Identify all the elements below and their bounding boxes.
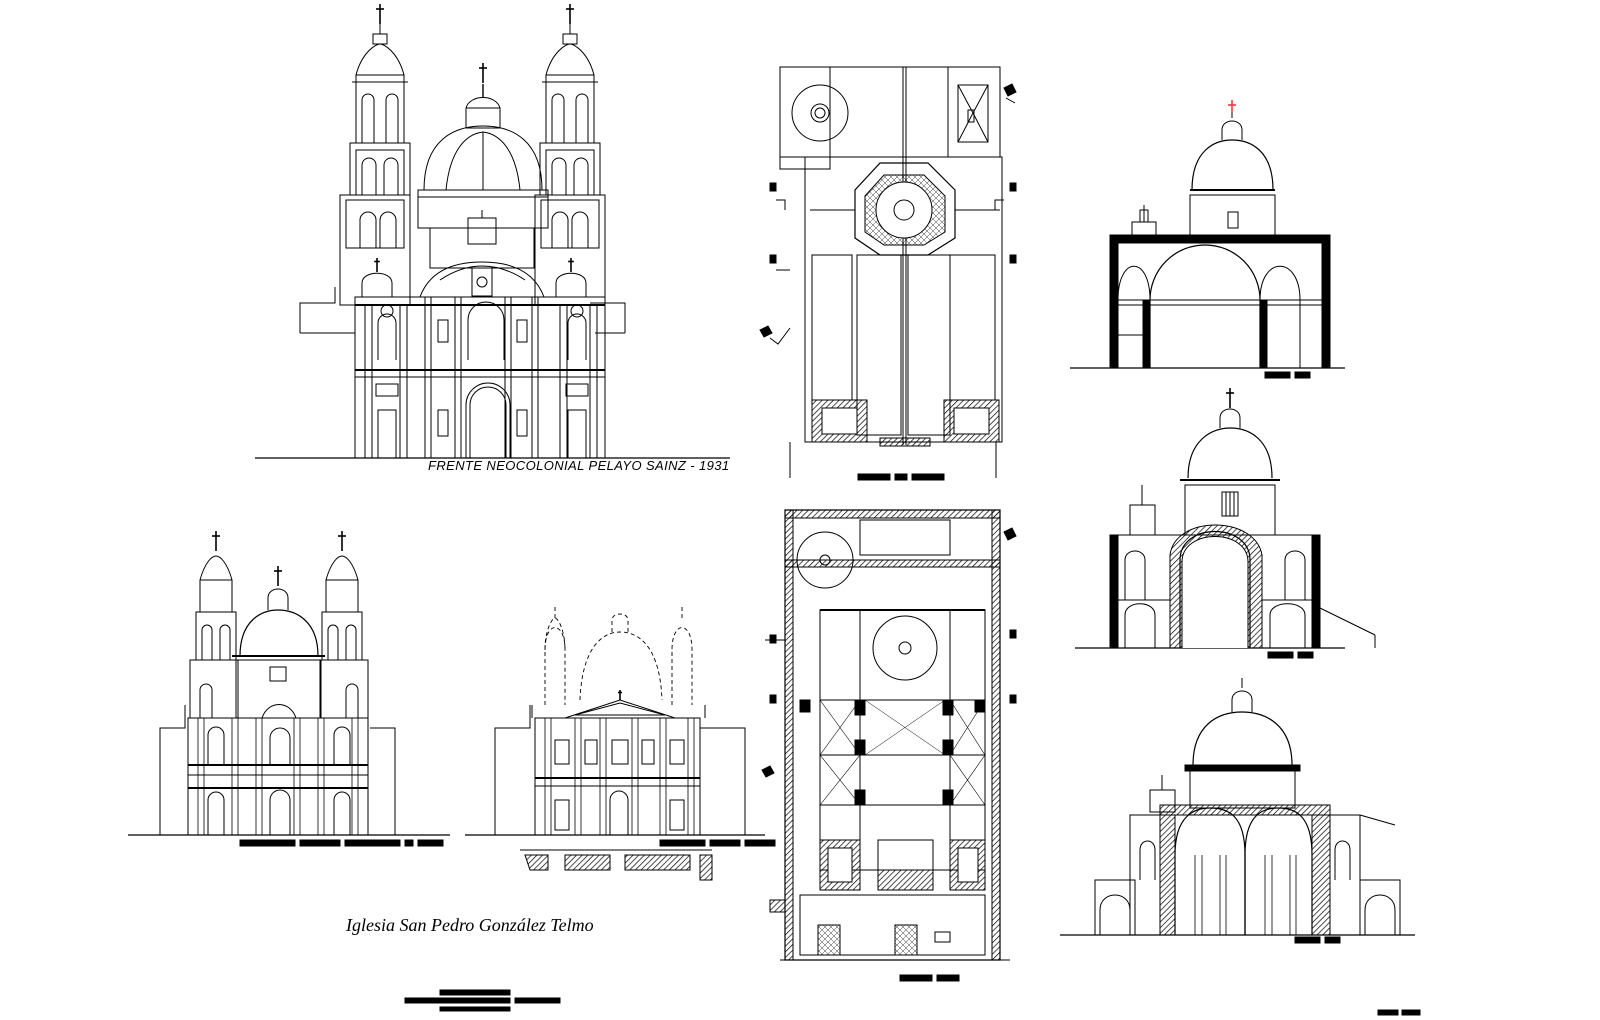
- front-elevation-small: [128, 530, 450, 846]
- section-b: [1075, 388, 1375, 658]
- original-front-elevation: [465, 605, 775, 880]
- neocolonial-front-elevation: [255, 4, 730, 458]
- front-elevation-caption: FRENTE NEOCOLONIAL PELAYO SAINZ - 1931: [428, 458, 730, 473]
- section-a: [1070, 100, 1345, 378]
- title-block: [405, 990, 1420, 1015]
- upper-floor-plan: [760, 67, 1016, 480]
- ground-floor-plan: [762, 510, 1016, 981]
- church-name-caption: Iglesia San Pedro González Telmo: [346, 915, 594, 935]
- section-c: [1060, 678, 1415, 943]
